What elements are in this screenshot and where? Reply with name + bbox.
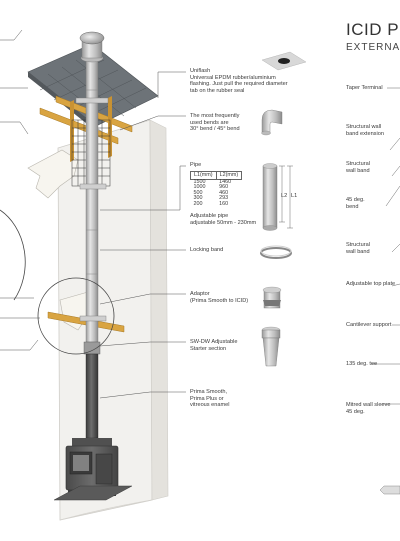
dim-label-l1: L1 [291, 193, 298, 199]
label-structural-wall-band-upper: Structural wall band [346, 161, 370, 174]
stove [53, 438, 133, 501]
label-adjustable-top-plate: Adjustable top plate [346, 281, 396, 287]
label-mitred-wall-sleeve: Mitred wall sleeve 45 deg. [346, 402, 391, 415]
label-prima-smooth: Prima Smooth, Prima Plus or vitreous ena… [190, 389, 230, 409]
label-pipe: Pipe [190, 162, 202, 168]
page-subtitle: EXTERNAL [346, 42, 400, 53]
pipe-table-header: L1(mm) [190, 171, 217, 180]
adaptor-thumb [262, 286, 282, 309]
dim-label-l2: L2 [281, 193, 288, 199]
bottom-arrow [379, 485, 400, 495]
label-starter-section: SW-DW Adjustable Starter section [190, 339, 238, 352]
label-45-bend: 45 deg. bend [346, 197, 365, 210]
label-taper-terminal: Taper Terminal [346, 85, 383, 91]
page-title: ICID PL [346, 20, 400, 39]
label-adaptor: Adaptor (Prima Smooth to ICID) [190, 291, 249, 304]
left-column-leaders [99, 71, 186, 399]
uniflash-thumb [261, 51, 307, 71]
label-adjustable-pipe: Adjustable pipe adjustable 50mm - 230mm [190, 213, 257, 226]
pipe-table-header: L2(mm) [215, 171, 243, 180]
label-135-tee: 135 deg. tee [346, 361, 378, 367]
label-uniflash: Uniflash Universal EPDM rubber/aluminium… [190, 68, 288, 94]
locking-band-thumb [260, 245, 292, 259]
pipe-thumb [262, 163, 293, 231]
left-edge-leaders [0, 29, 40, 351]
label-bends: The most frequently used bends are 30° b… [190, 113, 240, 133]
right-column-leaders [372, 87, 400, 405]
starter-section-thumb [261, 326, 281, 367]
label-cantilever-support: Cantilever support [346, 322, 392, 328]
zoom-circles [0, 209, 115, 355]
label-locking-band: Locking band [190, 247, 224, 253]
label-structural-wall-band-lower: Structural wall band [346, 242, 370, 255]
label-wall-band-extension: Structural wall band extension [346, 124, 384, 137]
flue-pipe [75, 31, 109, 439]
bend-thumb [261, 109, 283, 136]
